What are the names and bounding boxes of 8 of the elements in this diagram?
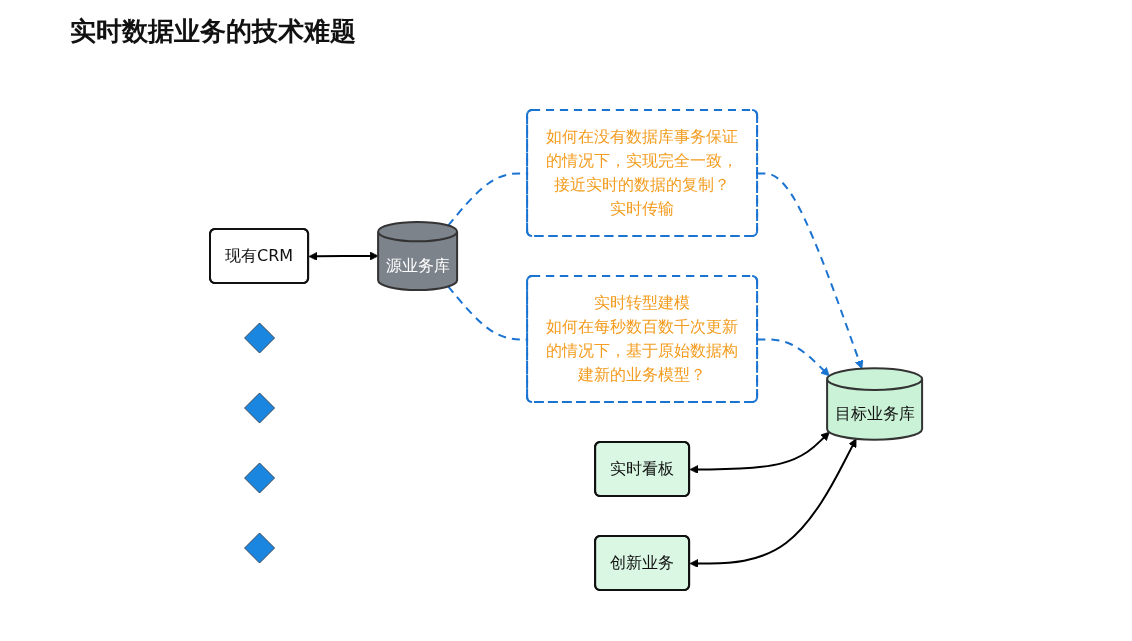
node-diamond xyxy=(244,322,275,354)
slide-title: 实时数据业务的技术难题 xyxy=(70,15,356,48)
arrow xyxy=(689,438,857,568)
arrow xyxy=(308,251,379,261)
node-diamond xyxy=(244,462,275,494)
node-diamond xyxy=(244,392,275,424)
arrow xyxy=(689,431,830,474)
node-diamond xyxy=(244,532,275,564)
